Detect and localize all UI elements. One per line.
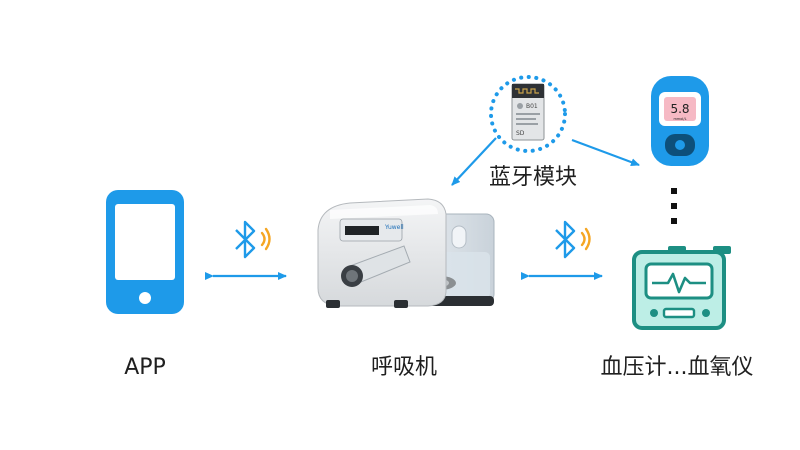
glucose-unit: mmol/L — [673, 117, 686, 121]
glucose-meter-icon: 5.8 mmol/L — [651, 76, 709, 166]
ellipsis-dots — [671, 188, 677, 224]
bluetooth-module-label: 蓝牙模块 — [488, 165, 578, 190]
ventilator-image: Yuwell — [317, 198, 495, 308]
module-title: B01 — [526, 103, 538, 110]
devices-label: 血压计...血氧仪 — [600, 355, 754, 380]
ventilator-label: 呼吸机 — [370, 355, 438, 380]
module-code: SD — [516, 130, 525, 137]
bluetooth-icon — [235, 220, 271, 259]
ventilator-brand: Yuwell — [384, 224, 404, 231]
arrow-module-to-glucose — [571, 138, 640, 167]
bluetooth-icon — [555, 220, 591, 259]
bluetooth-module-icon: B01 SD — [489, 75, 567, 153]
app-label: APP — [124, 355, 166, 380]
smartphone-icon — [106, 190, 184, 314]
vital-signs-monitor-icon — [632, 246, 731, 330]
glucose-reading: 5.8 — [670, 102, 689, 116]
arrow-module-to-ventilator — [451, 137, 497, 186]
